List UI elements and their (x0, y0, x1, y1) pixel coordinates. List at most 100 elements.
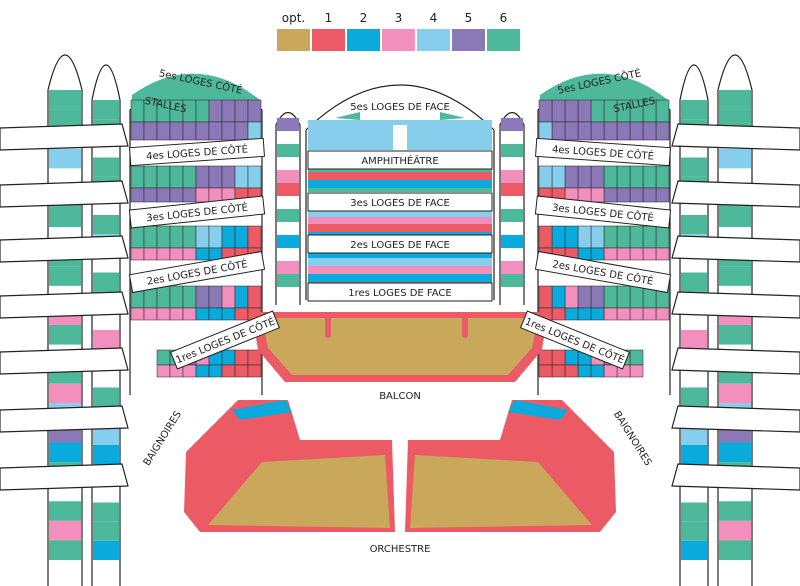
left-panel-box[interactable] (208, 187, 223, 203)
right-outer-a-box[interactable] (719, 520, 751, 541)
left-panel-box[interactable] (234, 121, 249, 141)
right-outer-b-box[interactable] (681, 521, 707, 541)
left-panel-box[interactable] (195, 247, 210, 261)
left-outer-a-box[interactable] (49, 325, 81, 345)
face-row[interactable] (308, 168, 492, 172)
right-panel-box[interactable] (590, 165, 605, 189)
right-panel-box[interactable] (577, 165, 592, 189)
right-outer-b-box[interactable] (681, 445, 707, 465)
right-panel-box[interactable] (551, 165, 566, 189)
right-outer-b-box[interactable] (681, 272, 707, 292)
right-panel-box[interactable] (564, 99, 579, 123)
right-panel-box[interactable] (642, 165, 657, 189)
right-panel-box[interactable] (551, 99, 566, 123)
right-mini-box[interactable] (501, 118, 523, 131)
left-panel-box[interactable] (156, 225, 171, 249)
right-panel-box[interactable] (603, 187, 618, 203)
left-outer-a-box[interactable] (49, 90, 81, 110)
left-panel-box[interactable] (208, 307, 223, 321)
left-panel-box[interactable] (130, 121, 145, 141)
left-panel-box[interactable] (221, 225, 236, 249)
right-panel-box[interactable] (538, 349, 553, 366)
right-outer-b-box[interactable] (681, 215, 707, 235)
right-outer-b-box[interactable] (681, 157, 707, 177)
left-outer-b-box[interactable] (93, 215, 119, 235)
left-panel-box[interactable] (156, 307, 171, 321)
right-panel-box[interactable] (603, 285, 618, 309)
right-panel-box[interactable] (642, 307, 657, 321)
left-panel-box[interactable] (130, 187, 145, 203)
left-outer-a-box[interactable] (49, 540, 81, 560)
left-outer-b-box[interactable] (93, 157, 119, 177)
right-panel-box[interactable] (616, 121, 631, 141)
left-panel-box[interactable] (143, 121, 158, 141)
right-panel-box[interactable] (538, 364, 553, 378)
left-panel-box[interactable] (182, 364, 197, 378)
left-panel-box[interactable] (195, 99, 210, 123)
right-outer-b-box[interactable] (681, 502, 707, 522)
left-outer-b-box[interactable] (93, 100, 119, 120)
left-outer-b-box[interactable] (93, 330, 119, 350)
right-panel-box[interactable] (590, 187, 605, 203)
right-panel-box[interactable] (616, 187, 631, 203)
left-panel-box[interactable] (247, 121, 262, 141)
left-panel-box[interactable] (208, 285, 223, 309)
right-panel-box[interactable] (564, 307, 579, 321)
right-panel-box[interactable] (655, 165, 670, 189)
left-panel-box[interactable] (195, 187, 210, 203)
right-panel-box[interactable] (642, 247, 657, 261)
face-row[interactable] (308, 210, 492, 217)
right-panel-box[interactable] (538, 121, 553, 141)
left-panel-box[interactable] (169, 165, 184, 189)
left-panel-box[interactable] (247, 364, 262, 378)
face-row[interactable] (308, 180, 492, 188)
right-panel-box[interactable] (577, 99, 592, 123)
right-outer-a-box[interactable] (719, 207, 751, 228)
left-panel-box[interactable] (195, 307, 210, 321)
right-panel-box[interactable] (538, 99, 553, 123)
left-panel-box[interactable] (234, 285, 249, 309)
left-panel-box[interactable] (169, 285, 184, 309)
right-outer-b-box[interactable] (681, 330, 707, 350)
left-mini-box[interactable] (277, 235, 299, 248)
left-panel-box[interactable] (208, 121, 223, 141)
face-row[interactable] (308, 232, 492, 236)
right-panel-box[interactable] (629, 187, 644, 203)
left-panel-box[interactable] (195, 285, 210, 309)
right-panel-box[interactable] (629, 225, 644, 249)
right-panel-box[interactable] (538, 225, 553, 249)
face-row[interactable] (308, 217, 492, 224)
left-panel-box[interactable] (221, 99, 236, 123)
right-panel-box[interactable] (538, 165, 553, 189)
right-panel-box[interactable] (577, 247, 592, 261)
left-outer-a-box[interactable] (49, 383, 81, 404)
right-panel-box[interactable] (564, 121, 579, 141)
left-mini-box[interactable] (277, 183, 299, 196)
right-panel-box[interactable] (629, 165, 644, 189)
right-panel-box[interactable] (590, 121, 605, 141)
left-panel-box[interactable] (182, 165, 197, 189)
left-panel-box[interactable] (182, 307, 197, 321)
right-panel-box[interactable] (564, 225, 579, 249)
right-panel-box[interactable] (590, 285, 605, 309)
right-panel-box[interactable] (603, 247, 618, 261)
left-panel-box[interactable] (143, 307, 158, 321)
left-panel-box[interactable] (208, 247, 223, 261)
left-outer-a-box[interactable] (49, 148, 81, 169)
right-outer-a-box[interactable] (719, 90, 751, 110)
right-outer-a-box[interactable] (719, 383, 751, 404)
left-panel-box[interactable] (182, 285, 197, 309)
left-panel-box[interactable] (182, 121, 197, 141)
right-outer-b-box[interactable] (681, 425, 707, 445)
left-panel-box[interactable] (156, 349, 171, 366)
left-panel-box[interactable] (234, 307, 249, 321)
right-outer-a-box[interactable] (719, 501, 751, 521)
left-outer-a-box[interactable] (49, 266, 81, 286)
left-panel-box[interactable] (208, 165, 223, 189)
right-panel-box[interactable] (655, 307, 670, 321)
left-mini-box[interactable] (277, 170, 299, 183)
right-outer-a-box[interactable] (719, 442, 751, 463)
right-panel-box[interactable] (577, 187, 592, 203)
right-mini-box[interactable] (501, 235, 523, 248)
right-panel-box[interactable] (655, 121, 670, 141)
